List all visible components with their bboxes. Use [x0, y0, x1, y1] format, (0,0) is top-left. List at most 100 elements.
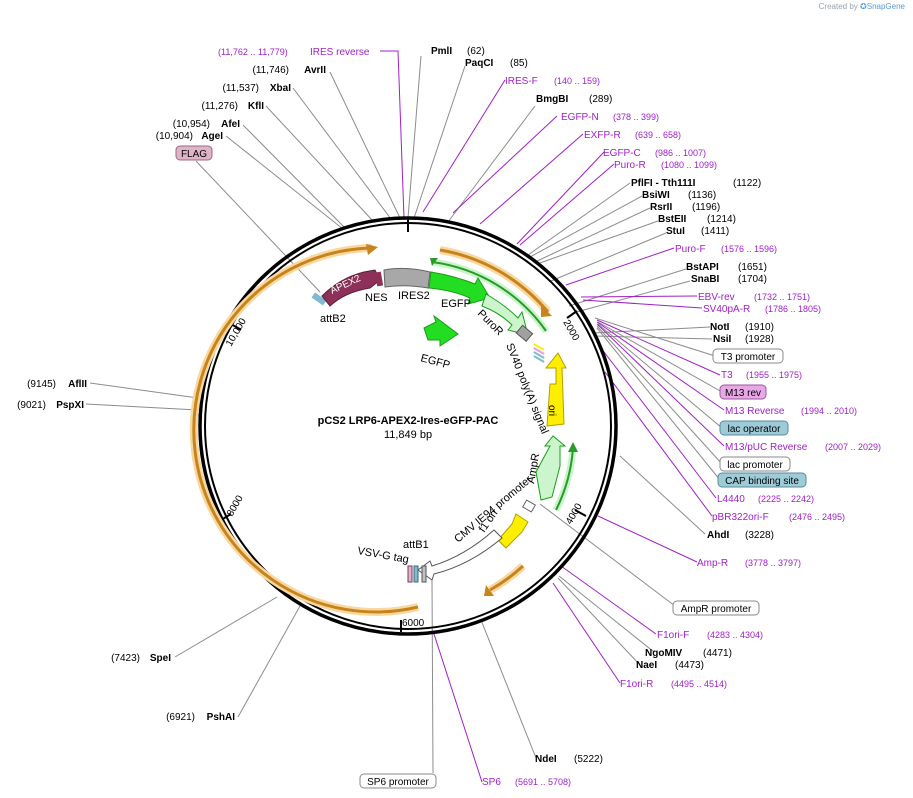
box-sp6-promoter-label: SP6 promoter [367, 777, 429, 788]
primer-l4440-pos: (2225 .. 2242) [758, 494, 814, 504]
box-m13-rev-label: M13 rev [725, 388, 761, 399]
primer-ires-f-name: IRES-F [505, 76, 538, 87]
primer-pbr322ori-f-name: pBR322ori-F [712, 512, 769, 523]
feature-ori: ori [544, 352, 567, 427]
enzyme-pshai-pos: (6921) [166, 712, 195, 723]
primer-exfp-r-pos: (639 .. 658) [635, 130, 681, 140]
enzyme-pspxi-pos: (9021) [17, 400, 46, 411]
enzyme-bstapi-name: BstAPI [686, 262, 719, 273]
tick-label-2000: 2000 [560, 318, 581, 343]
primer-puro-r-name: Puro-R [614, 160, 646, 171]
enzyme-bstapi-pos: (1651) [738, 262, 767, 273]
enzyme-xbai-name: XbaI [270, 83, 291, 94]
tick-label-6000: 6000 [402, 618, 425, 629]
feature-ampr: AmpR [525, 435, 567, 501]
enzyme-rsrii-pos: (1196) [692, 202, 720, 213]
plasmid-size: 11,849 bp [384, 429, 432, 441]
box-flag [175, 145, 213, 161]
box-cap-binding-site [717, 472, 807, 488]
enzyme-bsiwi-name: BsiWI [642, 190, 670, 201]
primer-t3-name: T3 [721, 370, 733, 381]
credit-brand: SnapGene [866, 2, 905, 11]
enzyme-afei-pos: (10,954) [173, 119, 210, 130]
box-t3-promoter-label: T3 promoter [721, 352, 776, 363]
enzyme-bsiwi-pos: (1136) [688, 190, 716, 201]
primer-t3-pos: (1955 .. 1975) [746, 370, 802, 380]
primer-f1ori-r-name: F1ori-R [620, 679, 653, 690]
label-egfp-second: EGFP [419, 352, 451, 371]
box-ampr-promoter-label: AmpR promoter [681, 604, 752, 615]
box-m13-rev [719, 384, 767, 400]
primer-ires-f-pos: (140 .. 159) [554, 76, 600, 86]
primer-sp6-pos: (5691 .. 5708) [515, 777, 571, 787]
feature-attb2: attB2 [311, 292, 346, 325]
primer-m13-puc-reverse-name: M13/pUC Reverse [725, 442, 808, 453]
enzyme-bsteii-name: BstEII [658, 214, 687, 225]
feature-small-marks [533, 343, 545, 363]
primer-amp-r-pos: (3778 .. 3797) [745, 558, 801, 568]
enzyme-stui-name: StuI [666, 226, 685, 237]
primer-puro-f-pos: (1576 .. 1596) [721, 244, 777, 254]
box-lac-promoter [719, 456, 791, 472]
primer-egfp-c-name: EGFP-C [603, 148, 641, 159]
box-t3-promoter [712, 348, 784, 364]
primer-egfp-n-name: EGFP-N [561, 112, 599, 123]
primer-sv40pa-r-name: SV40pA-R [703, 304, 750, 315]
label-ori: ori [546, 405, 557, 416]
orange-arc-bottom-head-icon [484, 585, 494, 596]
enzyme-bmgbi-name: BmgBI [536, 94, 568, 105]
green-arc-top-head-icon [430, 258, 438, 266]
primer-amp-r-name: Amp-R [697, 558, 728, 569]
enzyme-naei-pos: (4473) [675, 660, 704, 671]
enzyme-labels-left: AvrII (11,746) XbaI (11,537) KflI (11,27… [17, 65, 326, 723]
enzyme-pmli-name: PmlI [431, 46, 452, 57]
primer-f1ori-f-name: F1ori-F [657, 630, 689, 641]
primer-f1ori-f-pos: (4283 .. 4304) [707, 630, 763, 640]
primer-ires-reverse-name: IRES reverse [310, 47, 370, 58]
enzyme-paqci-name: PaqCI [465, 58, 494, 69]
label-egfp: EGFP [441, 298, 471, 310]
enzyme-pmli-pos: (62) [467, 46, 485, 57]
label-attb2: attB2 [320, 313, 346, 325]
orange-arc-left [192, 246, 419, 614]
enzyme-noti-pos: (1910) [745, 322, 774, 333]
enzyme-ngomiv-pos: (4471) [703, 648, 732, 659]
boxed-feature-labels: FLAG T3 promoter M13 rev lac operator la… [175, 145, 807, 789]
ring-tick-marks [220, 218, 587, 632]
enzyme-ndei-pos: (5222) [574, 754, 603, 765]
primer-leader-lines [380, 50, 725, 783]
orange-arc-bottom [489, 564, 525, 592]
primer-ires-reverse-pos: (11,762 .. 11,779) [218, 47, 288, 57]
primer-m13-reverse-name: M13 Reverse [725, 406, 785, 417]
primer-pbr322ori-f-pos: (2476 .. 2495) [789, 512, 845, 522]
box-cap-binding-site-label: CAP binding site [725, 476, 799, 487]
box-sp6-promoter [359, 773, 437, 789]
green-arc-right-head-icon [568, 442, 578, 452]
box-lac-operator [719, 420, 789, 436]
orange-arc-left-head-icon [366, 244, 378, 255]
primer-m13-puc-reverse-pos: (2007 .. 2029) [825, 442, 881, 452]
enzyme-ahdi-pos: (3228) [745, 530, 774, 541]
feature-nes-block [374, 271, 384, 287]
label-nes: NES [365, 292, 388, 304]
primer-exfp-r-name: EXFP-R [584, 130, 621, 141]
feature-ires2: IRES2 [383, 267, 431, 302]
enzyme-xbai-pos: (11,537) [222, 83, 259, 94]
enzyme-avrii-pos: (11,746) [252, 65, 289, 76]
orange-arc-right [439, 248, 550, 313]
primer-ebv-rev-pos: (1732 .. 1751) [754, 292, 810, 302]
box-flag-label: FLAG [181, 149, 207, 160]
box-ampr-promoter [672, 600, 760, 616]
box-lac-operator-label: lac operator [728, 424, 781, 435]
feature-gray-block [515, 324, 534, 343]
feature-leader-lines [195, 160, 723, 774]
enzyme-snabi-pos: (1704) [738, 274, 767, 285]
enzyme-pshai-name: PshAI [207, 712, 236, 723]
enzyme-spei-name: SpeI [150, 653, 171, 664]
enzyme-kfli-name: KflI [248, 101, 264, 112]
enzyme-ahdi-name: AhdI [707, 530, 729, 541]
tick-label-8000: 8000 [225, 493, 246, 518]
enzyme-naei-name: NaeI [636, 660, 657, 671]
snapgene-credit: Created by ✪SnapGene [819, 2, 905, 11]
